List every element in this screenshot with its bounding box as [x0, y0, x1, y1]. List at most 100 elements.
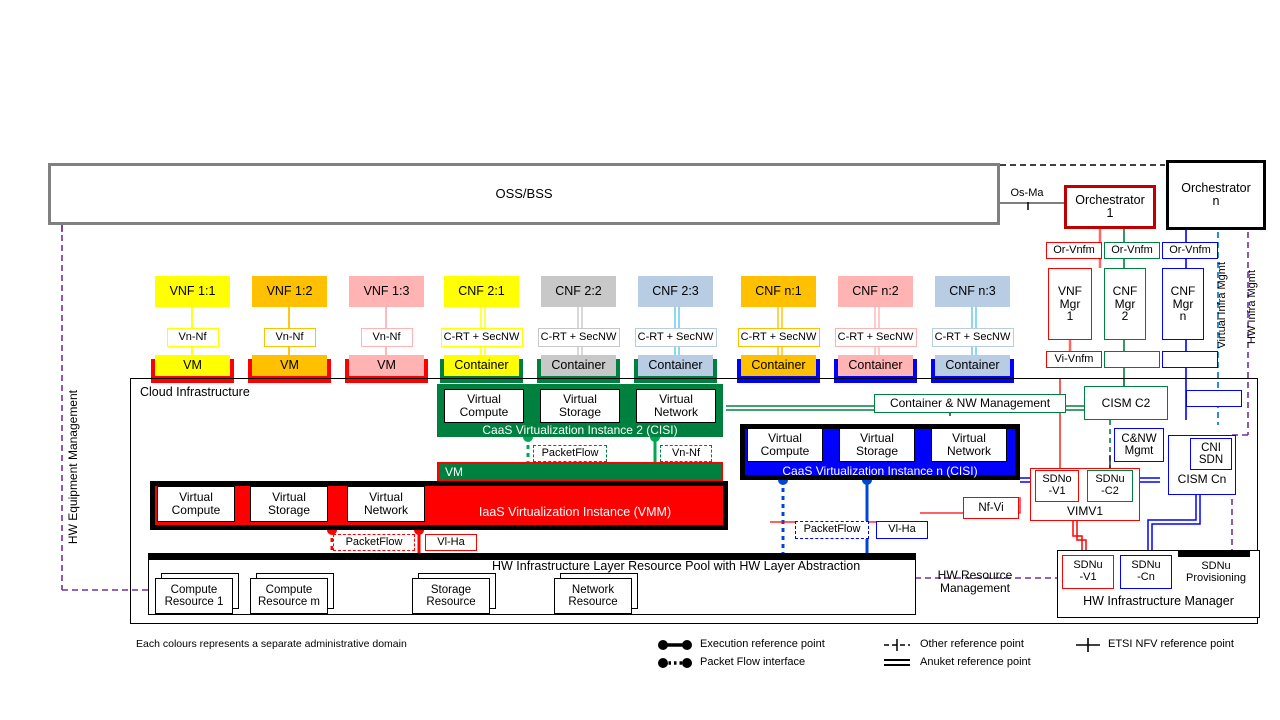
- host-box-3[interactable]: Container: [444, 355, 519, 376]
- host-box-1[interactable]: VM: [252, 355, 327, 376]
- cisi2-title: CaaS Virtualization Instance 2 (CISI): [482, 422, 678, 437]
- cism-cn-label: CISM Cn: [1177, 471, 1227, 486]
- cloud-infrastructure-box: [130, 378, 1258, 624]
- cnf-mgr-n-box[interactable]: CNF Mgr n: [1162, 268, 1204, 340]
- legend-packetflow-label: Packet Flow interface: [700, 656, 806, 668]
- cisi2-vn-nf-ref: Vn-Nf: [660, 445, 712, 462]
- cisin-virtual-storage: Virtual Storage: [839, 428, 915, 462]
- iface-ref-label: C-RT + SecNW: [540, 330, 617, 343]
- nf-box-label: CNF n:3: [949, 283, 996, 298]
- hw-resource-line2: Resource 1: [164, 596, 224, 608]
- iface-ref-label: C-RT + SecNW: [740, 330, 817, 343]
- sdnu-cn-box: SDNu -Cn: [1120, 555, 1172, 589]
- cisi2-vm-label: VM: [445, 465, 463, 479]
- iface-ref-1: Vn-Nf: [263, 328, 316, 347]
- or-vnfm-ref-1: Or-Vnfm: [1046, 242, 1102, 259]
- footer-note: Each colours represents a separate admin…: [136, 638, 407, 650]
- hw-resource-line1: Compute: [265, 583, 313, 596]
- nf-box-label: CNF 2:1: [458, 283, 505, 298]
- host-box-8[interactable]: Container: [935, 355, 1010, 376]
- nf-vi-ref: Nf-Vi: [963, 497, 1019, 519]
- host-box-label: VM: [280, 357, 299, 372]
- nf-box-label: CNF 2:2: [555, 283, 602, 298]
- vi-vnfm-ref-green: [1104, 351, 1160, 368]
- nf-box-label: VNF 1:1: [169, 283, 216, 298]
- virtual-infra-mgmt-label: Virtual Infra Mgmt: [1216, 262, 1228, 349]
- nf-box-7[interactable]: CNF n:2: [838, 276, 913, 307]
- hw-resource-line2: Resource: [426, 596, 476, 608]
- orchestrator-1-index: 1: [1106, 206, 1114, 220]
- iface-ref-3: C-RT + SecNW: [440, 328, 523, 347]
- host-box-0[interactable]: VM: [155, 355, 230, 376]
- host-box-6[interactable]: Container: [741, 355, 816, 376]
- sdnu-provisioning-bar: [1178, 551, 1250, 557]
- orchestrator-1-box[interactable]: Orchestrator 1: [1064, 185, 1156, 229]
- nf-box-label: CNF n:1: [755, 283, 802, 298]
- hw-resource-line1: Compute: [170, 583, 218, 596]
- iface-ref-8: C-RT + SecNW: [931, 328, 1014, 347]
- vmm-virtual-network: Virtual Network: [347, 486, 425, 522]
- nf-box-label: CNF n:2: [852, 283, 899, 298]
- nf-box-5[interactable]: CNF 2:3: [638, 276, 713, 307]
- sdnu-v1-box: SDNu -V1: [1062, 555, 1114, 589]
- legend-etsi-ref-label: ETSI NFV reference point: [1108, 638, 1234, 650]
- or-vnfm-ref-2: Or-Vnfm: [1104, 242, 1160, 259]
- hw-resource-line2: Resource: [568, 596, 618, 608]
- iface-ref-4: C-RT + SecNW: [537, 328, 620, 347]
- host-box-5[interactable]: Container: [638, 355, 713, 376]
- vmm-virtual-compute: Virtual Compute: [157, 486, 235, 522]
- nf-box-1[interactable]: VNF 1:2: [252, 276, 327, 307]
- host-box-7[interactable]: Container: [838, 355, 913, 376]
- container-nw-management-box[interactable]: Container & NW Management: [874, 394, 1066, 413]
- cism-c2-box[interactable]: CISM C2: [1084, 386, 1168, 420]
- host-box-label: Container: [848, 357, 903, 372]
- cnf-mgr-2-box[interactable]: CNF Mgr 2: [1104, 268, 1146, 340]
- sdno-v1-box: SDNo -V1: [1035, 470, 1079, 502]
- orchestrator-n-index: n: [1212, 194, 1220, 208]
- hw-infrastructure-manager-label: HW Infrastructure Manager: [1083, 594, 1234, 609]
- vi-vnfm-ref-blue: [1162, 351, 1218, 368]
- nf-box-label: VNF 1:3: [363, 283, 410, 298]
- vim-v1-label: VIMV1: [1066, 503, 1103, 518]
- iface-ref-label: Vn-Nf: [372, 330, 401, 343]
- vmm-container[interactable]: [150, 481, 728, 530]
- nf-box-8[interactable]: CNF n:3: [935, 276, 1010, 307]
- iface-ref-label: C-RT + SecNW: [637, 330, 714, 343]
- orchestrator-n-box[interactable]: Orchestrator n: [1166, 160, 1266, 230]
- vi-vnfm-ref-blue-2: [1186, 390, 1242, 407]
- nf-box-label: VNF 1:2: [266, 283, 313, 298]
- cisin-vl-ha-ref: Vl-Ha: [876, 521, 928, 539]
- host-box-label: Container: [551, 357, 606, 372]
- cisin-virtual-network: Virtual Network: [931, 428, 1007, 462]
- hw-resource-line1: Storage: [430, 583, 472, 596]
- cisin-title: CaaS Virtualization Instance n (CISI): [782, 463, 978, 478]
- legend-other-ref-label: Other reference point: [920, 638, 1024, 650]
- cisin-packetflow-ref: PacketFlow: [795, 521, 869, 539]
- host-box-label: Container: [454, 357, 509, 372]
- nf-box-4[interactable]: CNF 2:2: [541, 276, 616, 307]
- hw-resource-line2: Resource m: [258, 596, 320, 608]
- nf-box-0[interactable]: VNF 1:1: [155, 276, 230, 307]
- sdnu-provisioning-box: SDNu Provisioning: [1176, 557, 1256, 589]
- iface-ref-0: Vn-Nf: [166, 328, 219, 347]
- vmm-vl-ha-ref: Vl-Ha: [425, 534, 477, 551]
- vmm-virtual-storage: Virtual Storage: [250, 486, 328, 522]
- iface-ref-label: Vn-Nf: [178, 330, 207, 343]
- hw-resource-line1: Network: [571, 583, 615, 596]
- cnw-mgmt-box[interactable]: C&NW Mgmt: [1114, 428, 1164, 462]
- ossbss-box[interactable]: OSS/BSS: [48, 163, 1000, 225]
- nf-box-3[interactable]: CNF 2:1: [444, 276, 519, 307]
- vnf-mgr-1-box[interactable]: VNF Mgr 1: [1048, 268, 1092, 340]
- vi-vnfm-ref: Vi-Vnfm: [1046, 351, 1102, 368]
- host-box-4[interactable]: Container: [541, 355, 616, 376]
- host-box-2[interactable]: VM: [349, 355, 424, 376]
- cloud-infrastructure-label: Cloud Infrastructure: [138, 385, 252, 399]
- nf-box-6[interactable]: CNF n:1: [741, 276, 816, 307]
- cisi2-vm-bar[interactable]: [437, 462, 723, 482]
- nf-box-2[interactable]: VNF 1:3: [349, 276, 424, 307]
- hw-resource-management-label: HW Resource Management: [937, 568, 1013, 595]
